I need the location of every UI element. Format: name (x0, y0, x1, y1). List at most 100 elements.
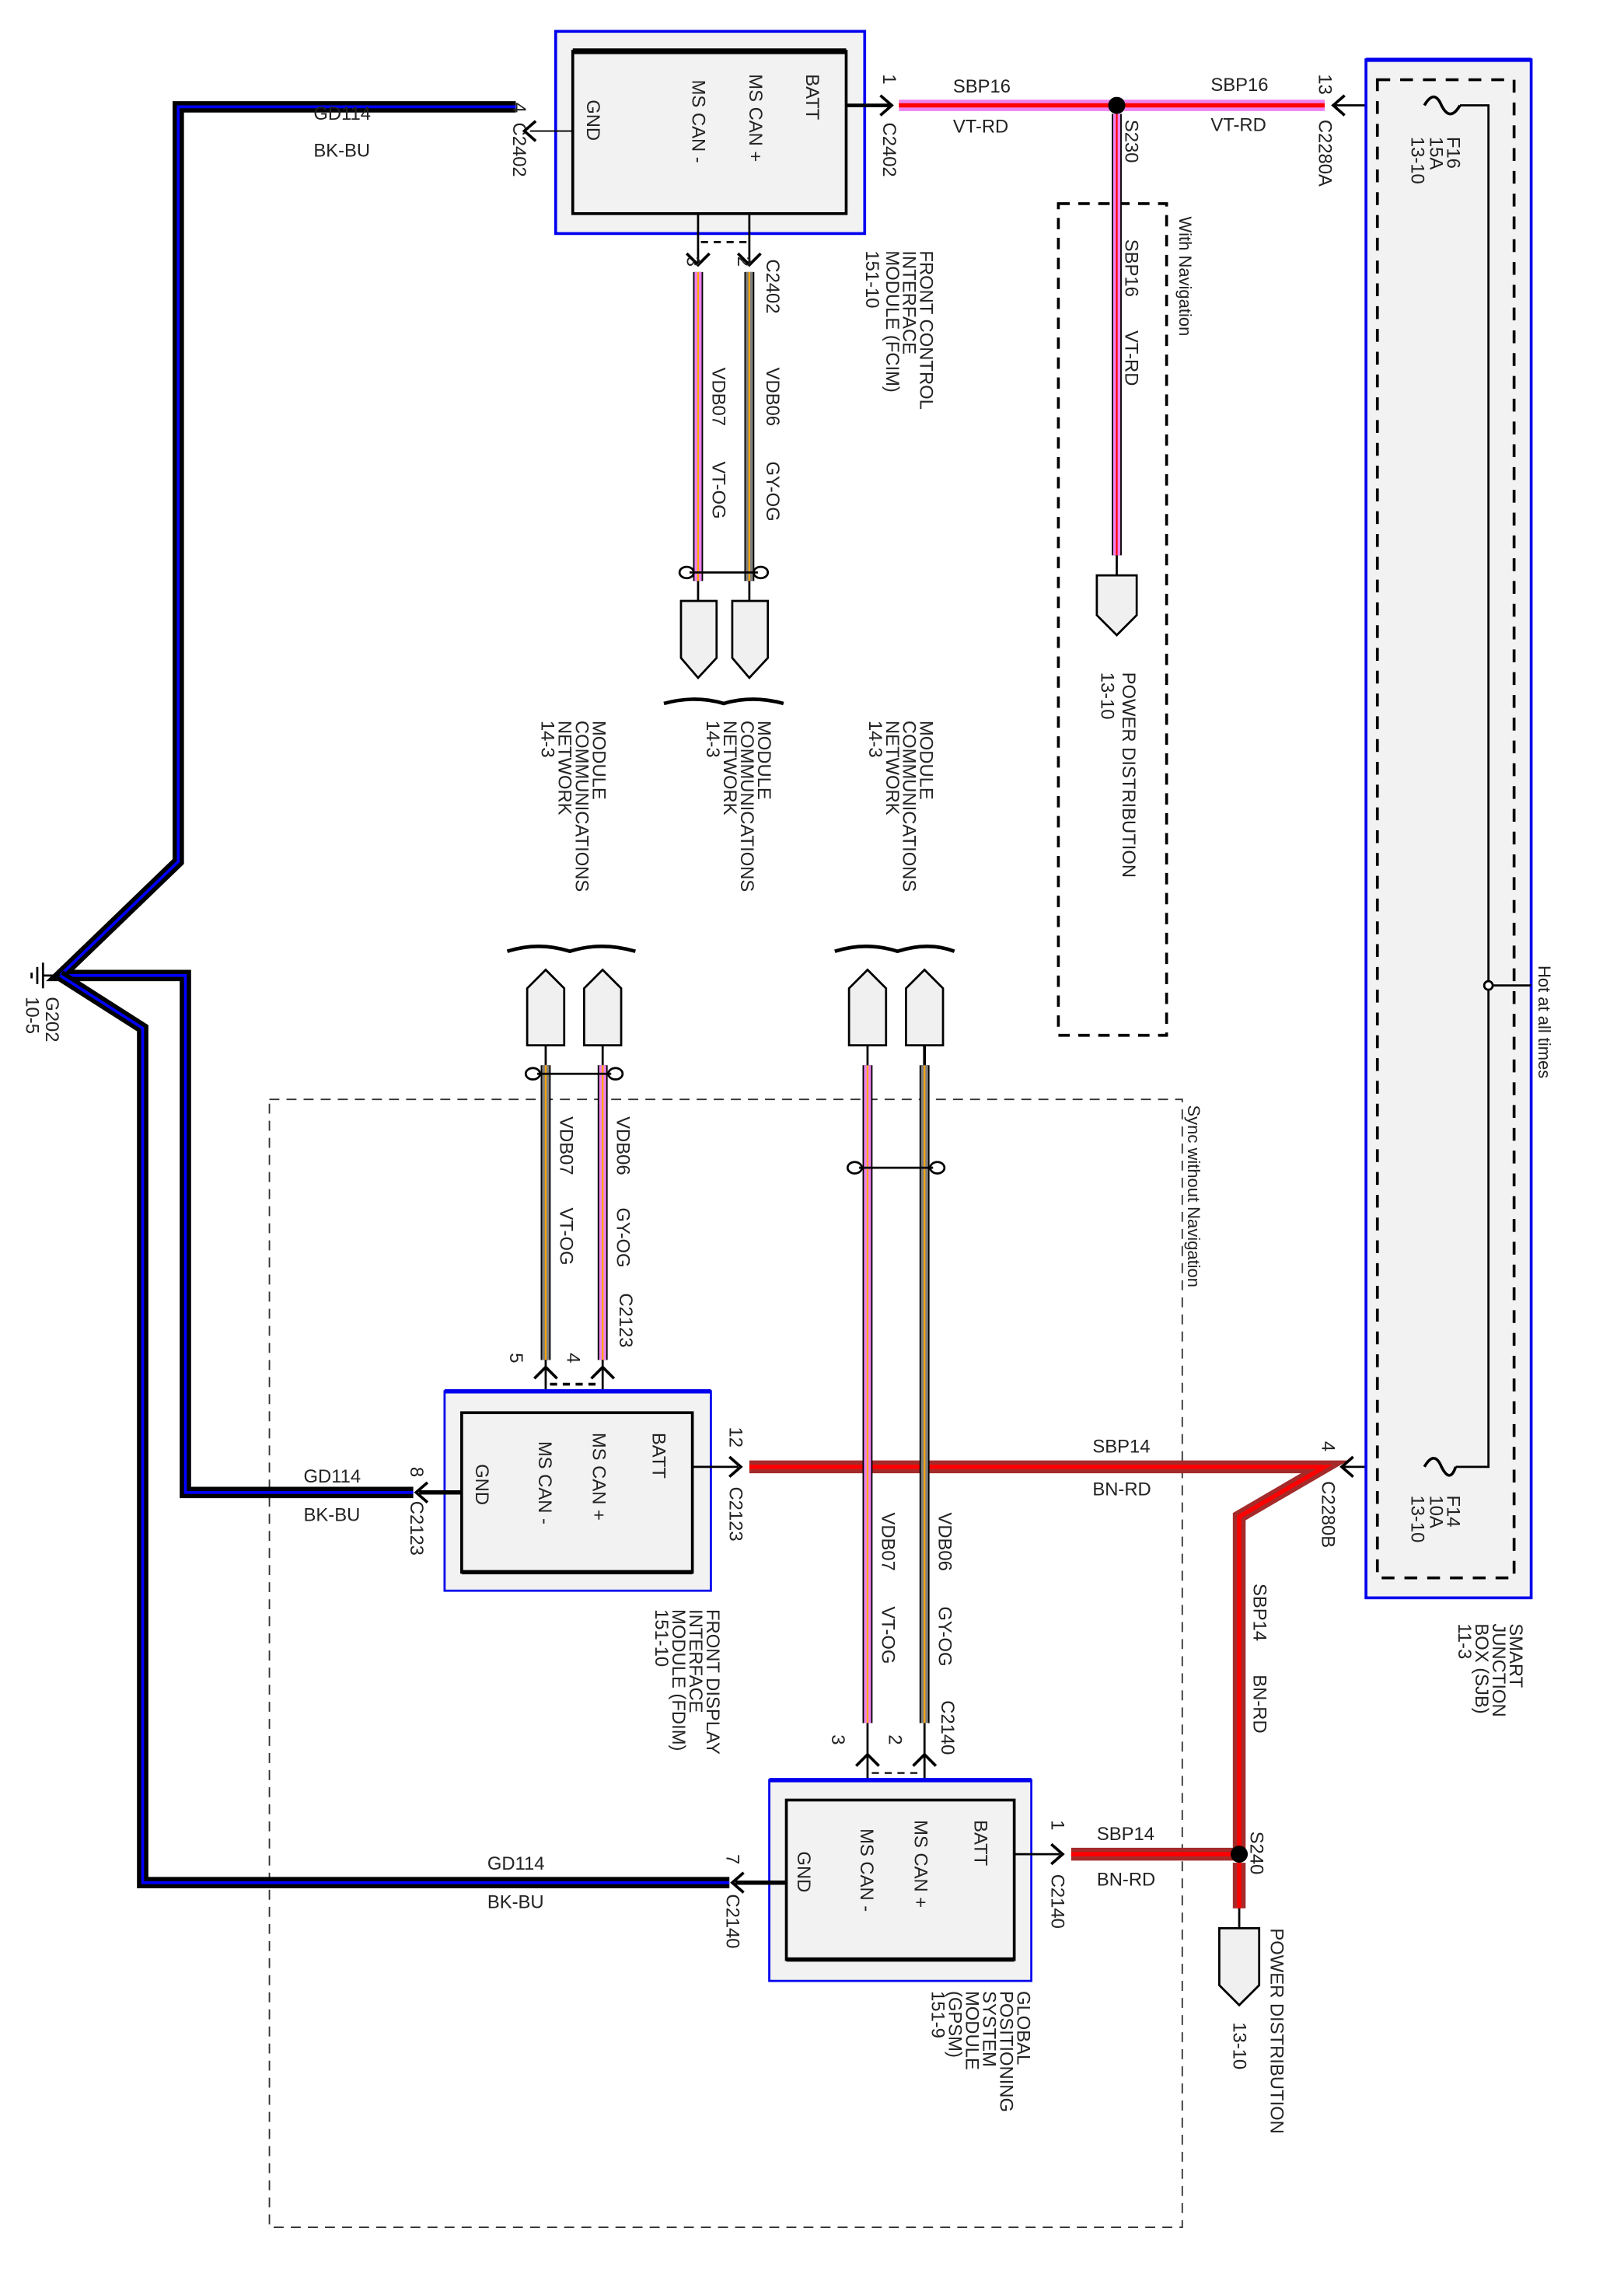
fdim-module[interactable] (443, 1388, 712, 1592)
fdim-pin-gnd: GND (471, 1464, 492, 1505)
gd114-gpsm-pin: 7 (722, 1854, 743, 1864)
fcim-can-plus-connector-icon (736, 252, 762, 267)
splice-s230 (1108, 96, 1126, 114)
sbp16-a-color: VT-RD (953, 116, 1008, 137)
gpsm-pin-can-minus: MS CAN - (856, 1828, 877, 1912)
gd114-fdim-circuit: GD114 (304, 1466, 361, 1487)
ground-symbol-g202[interactable] (30, 962, 61, 989)
mcn-2-line-1: COMMUNICATIONS (571, 721, 592, 892)
sbp16-b-pin: 13 (1315, 74, 1336, 94)
pd-s240-ref: 13-10 (1229, 2022, 1250, 2069)
fdim-vdb06-circuit: VDB06 (613, 1116, 634, 1175)
mcn-2-line-3: 14-3 (536, 721, 557, 758)
sbp14-fdim-color: BN-RD (1092, 1479, 1151, 1500)
fdim-name-2: MODULE (FDIM) (668, 1609, 689, 1751)
gpsm-vdb07-color: VT-OG (877, 1606, 898, 1664)
sjb-name-1: JUNCTION (1488, 1623, 1509, 1716)
gpsm-name-5: 151-9 (927, 1991, 948, 2038)
sbp14-vert-circuit: SBP14 (1249, 1584, 1270, 1641)
fuse-f16-rating: 15A (1426, 137, 1447, 169)
mcn-3-line-1: COMMUNICATIONS (899, 721, 920, 892)
sbp14-fdim-pin: 12 (725, 1427, 746, 1448)
fcim-module[interactable] (554, 30, 867, 236)
sync-without-nav-label: Sync without Navigation (1184, 1105, 1203, 1287)
mcn-3-line-2: NETWORK (882, 721, 903, 815)
s230-label: S230 (1121, 120, 1142, 163)
gpsm-name-2: SYSTEM (978, 1991, 999, 2067)
fcim-pin-can-plus: MS CAN + (745, 74, 766, 162)
mcn-3-line-3: 14-3 (864, 721, 885, 758)
mcn-2-line-0: MODULE (588, 721, 609, 800)
mcn-2-connector-icon-a[interactable] (526, 968, 566, 1046)
fcim-pin-can-minus: MS CAN - (688, 80, 709, 163)
sync-without-nav-box (268, 1098, 1183, 2228)
mcn-1-line-3: 14-3 (702, 721, 723, 758)
gd114-fdim-color: BK-BU (304, 1504, 361, 1525)
mcn-2-line-2: NETWORK (554, 721, 575, 815)
gpsm-pin-can-plus: MS CAN + (910, 1820, 931, 1908)
pd-s240-connector-icon[interactable] (1218, 1926, 1261, 2007)
mcn-3-connector-icon-a[interactable] (847, 968, 888, 1046)
pd-nav-name: POWER DISTRIBUTION (1118, 672, 1139, 878)
sbp16-a-circuit: SBP16 (953, 76, 1011, 97)
gpsm-vdb07-pin: 3 (827, 1734, 848, 1744)
ground-ref: 10-5 (21, 997, 42, 1034)
sbp14-gpsm-wire (1070, 1847, 1246, 1909)
mcn-3-brace-icon (834, 944, 955, 954)
sbp16-b-circuit: SBP16 (1210, 75, 1268, 96)
sjb-bus (1455, 104, 1490, 1469)
fdim-pin-can-minus: MS CAN - (534, 1441, 555, 1524)
gd114-fcim-circuit: GD114 (313, 103, 371, 124)
gd114-fdim-pin: 8 (406, 1467, 427, 1477)
mcn-1-connector-icon-a[interactable] (679, 599, 718, 680)
gd114-fcim-color: BK-BU (313, 141, 370, 162)
fuse-f14-icon (1423, 1457, 1458, 1477)
gpsm-name-4: (GPSM) (944, 1991, 965, 2058)
gpsm-vdb06-pin: 2 (884, 1734, 905, 1744)
fuse-f14-rating: 10A (1426, 1495, 1447, 1528)
gpsm-vdb07-circuit: VDB07 (877, 1512, 898, 1570)
fuse-f14-ref: 13-10 (1407, 1495, 1428, 1542)
fcim-vdb06-color: GY-OG (762, 462, 783, 522)
pd-nav-ref: 13-10 (1096, 672, 1117, 720)
gpsm-batt-connector-icon (1050, 1842, 1065, 1866)
fdim-vdb07-pin: 5 (505, 1353, 526, 1363)
sbp14-fdim-wire (749, 1460, 1349, 1852)
splice-s240 (1231, 1846, 1249, 1863)
gd114-gpsm-circuit: GD114 (487, 1853, 545, 1874)
fcim-name-0: FRONT CONTROL (916, 250, 937, 409)
sbp14-fdim-circuit: SBP14 (1092, 1437, 1150, 1458)
fdim-pin-batt: BATT (648, 1433, 669, 1479)
fcim-twisted-pair-icon (678, 565, 770, 580)
gpsm-name-0: GLOBAL (1012, 1991, 1033, 2065)
fcim-name-1: INTERFACE (899, 250, 920, 354)
hot-at-all-times-node (1483, 980, 1494, 991)
fdim-batt-connector-icon (728, 1455, 743, 1479)
mcn-1-line-1: COMMUNICATIONS (736, 721, 757, 892)
s240-label: S240 (1246, 1832, 1267, 1875)
mcn-1-line-2: NETWORK (719, 721, 740, 815)
fdim-gnd-connector-icon (414, 1481, 429, 1504)
sbp14-gpsm-connector: C2140 (1046, 1874, 1067, 1929)
sjb-name-0: SMART (1505, 1623, 1526, 1688)
mcn-3-connector-icon-b[interactable] (905, 968, 945, 1046)
gd114-gpsm-connector: C2140 (722, 1894, 743, 1948)
mcn-2-connector-icon-b[interactable] (583, 968, 623, 1046)
fdim-vdb06-connector: C2123 (615, 1293, 636, 1347)
fdim-name-0: FRONT DISPLAY (702, 1609, 723, 1755)
gpsm-vdb06-color: GY-OG (934, 1606, 955, 1666)
fdim-twisted-pair-icon (524, 1067, 624, 1081)
sbp16-b-connector: C2280A (1315, 120, 1336, 187)
sbp16-nav-circuit: SBP16 (1121, 239, 1142, 297)
fcim-batt-connector-icon (879, 94, 894, 117)
fdim-vdb07-color: VT-OG (555, 1207, 576, 1265)
pd-nav-connector-icon[interactable] (1095, 574, 1138, 637)
mcn-3-line-0: MODULE (916, 721, 937, 800)
sbp14-sjb-connector: C2280B (1317, 1481, 1338, 1548)
gpsm-name-3: MODULE (961, 1991, 982, 2070)
sjb-module[interactable] (1364, 58, 1533, 1600)
sbp14-gpsm-color: BN-RD (1097, 1869, 1155, 1890)
hot-at-all-times-label: Hot at all times (1535, 966, 1554, 1078)
fdim-pin-can-plus: MS CAN + (588, 1433, 609, 1521)
mcn-1-connector-icon-b[interactable] (731, 599, 770, 680)
